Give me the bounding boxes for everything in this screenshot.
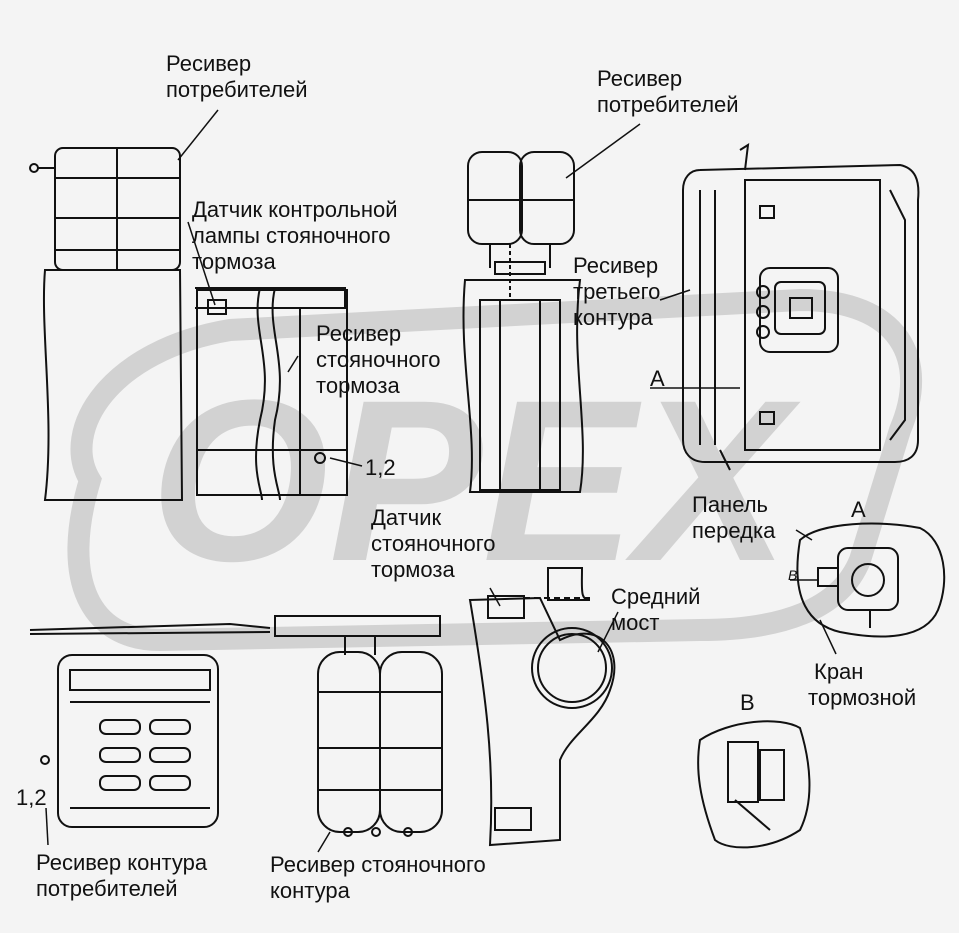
watermark-logo: OPEX xyxy=(67,288,923,652)
label-view-a-marker: А xyxy=(650,366,665,391)
label-line: стояночного xyxy=(316,347,441,372)
label-receiver-consumer-circuit: Ресивер контура потребителей xyxy=(36,850,207,902)
label-receiver-parking-circuit: Ресивер стояночного контура xyxy=(270,852,486,904)
label-line: Ресивер xyxy=(316,321,402,346)
label-brake-valve: Кран тормозной xyxy=(808,659,916,711)
label-view-a-title: А xyxy=(851,497,866,522)
label-line: контура xyxy=(270,878,350,903)
label-receiver-consumers-right: Ресивер потребителей xyxy=(597,66,739,118)
label-view-b-title: В xyxy=(740,690,755,715)
label-line: Ресивер xyxy=(597,66,683,91)
label-parking-lamp-sensor: Датчик контрольной лампы стояночного тор… xyxy=(192,197,398,275)
label-line: стояночного xyxy=(371,531,496,556)
label-ref-1-2-bottom: 1,2 xyxy=(16,785,47,810)
label-middle-axle: Средний мост xyxy=(611,584,700,636)
label-line: потребителей xyxy=(166,77,308,102)
cab-plan-drawing xyxy=(682,143,920,471)
label-line: Ресивер контура xyxy=(36,850,208,875)
label-line: тормозной xyxy=(808,685,917,710)
label-line: Ресивер xyxy=(573,253,659,278)
receiver-parking-circuit-drawing xyxy=(274,615,443,837)
label-parking-brake-sensor: Датчик стояночного тормоза xyxy=(371,505,496,583)
view-b-detail-drawing xyxy=(697,720,811,849)
view-a-detail-drawing xyxy=(796,522,946,638)
label-receiver-consumers-left: Ресивер потребителей xyxy=(166,51,308,103)
label-line: передка xyxy=(692,518,776,543)
label-line: Панель xyxy=(692,492,769,517)
label-line: Ресивер стояночного xyxy=(270,852,486,877)
receiver-consumers-left-drawing xyxy=(29,147,184,501)
middle-axle-drawing xyxy=(468,567,616,847)
label-line: третьего xyxy=(573,279,661,304)
label-line: лампы стояночного xyxy=(192,223,391,248)
label-line: потребителей xyxy=(36,876,178,901)
label-receiver-parking-brake: Ресивер стояночного тормоза xyxy=(316,321,441,399)
label-line: Кран xyxy=(814,659,864,684)
label-line: контура xyxy=(573,305,653,330)
label-view-b-marker: В xyxy=(788,567,798,583)
label-line: мост xyxy=(611,610,660,635)
label-line: Средний xyxy=(611,584,701,609)
leader-lines xyxy=(45,109,837,853)
label-line: тормоза xyxy=(371,557,455,582)
receiver-consumer-circuit-drawing xyxy=(29,622,271,828)
label-ref-1-2-top: 1,2 xyxy=(365,455,396,480)
label-line: Датчик xyxy=(371,505,442,530)
label-line: потребителей xyxy=(597,92,739,117)
label-line: тормоза xyxy=(316,373,400,398)
label-line: Датчик контрольной xyxy=(192,197,398,222)
receiver-consumers-right-drawing xyxy=(462,151,584,493)
label-front-panel: Панель передка xyxy=(692,492,775,544)
label-receiver-third-circuit: Ресивер третьего контура xyxy=(573,253,660,331)
label-line: Ресивер xyxy=(166,51,252,76)
label-line: тормоза xyxy=(192,249,276,274)
frame-rail-drawing xyxy=(195,287,348,501)
